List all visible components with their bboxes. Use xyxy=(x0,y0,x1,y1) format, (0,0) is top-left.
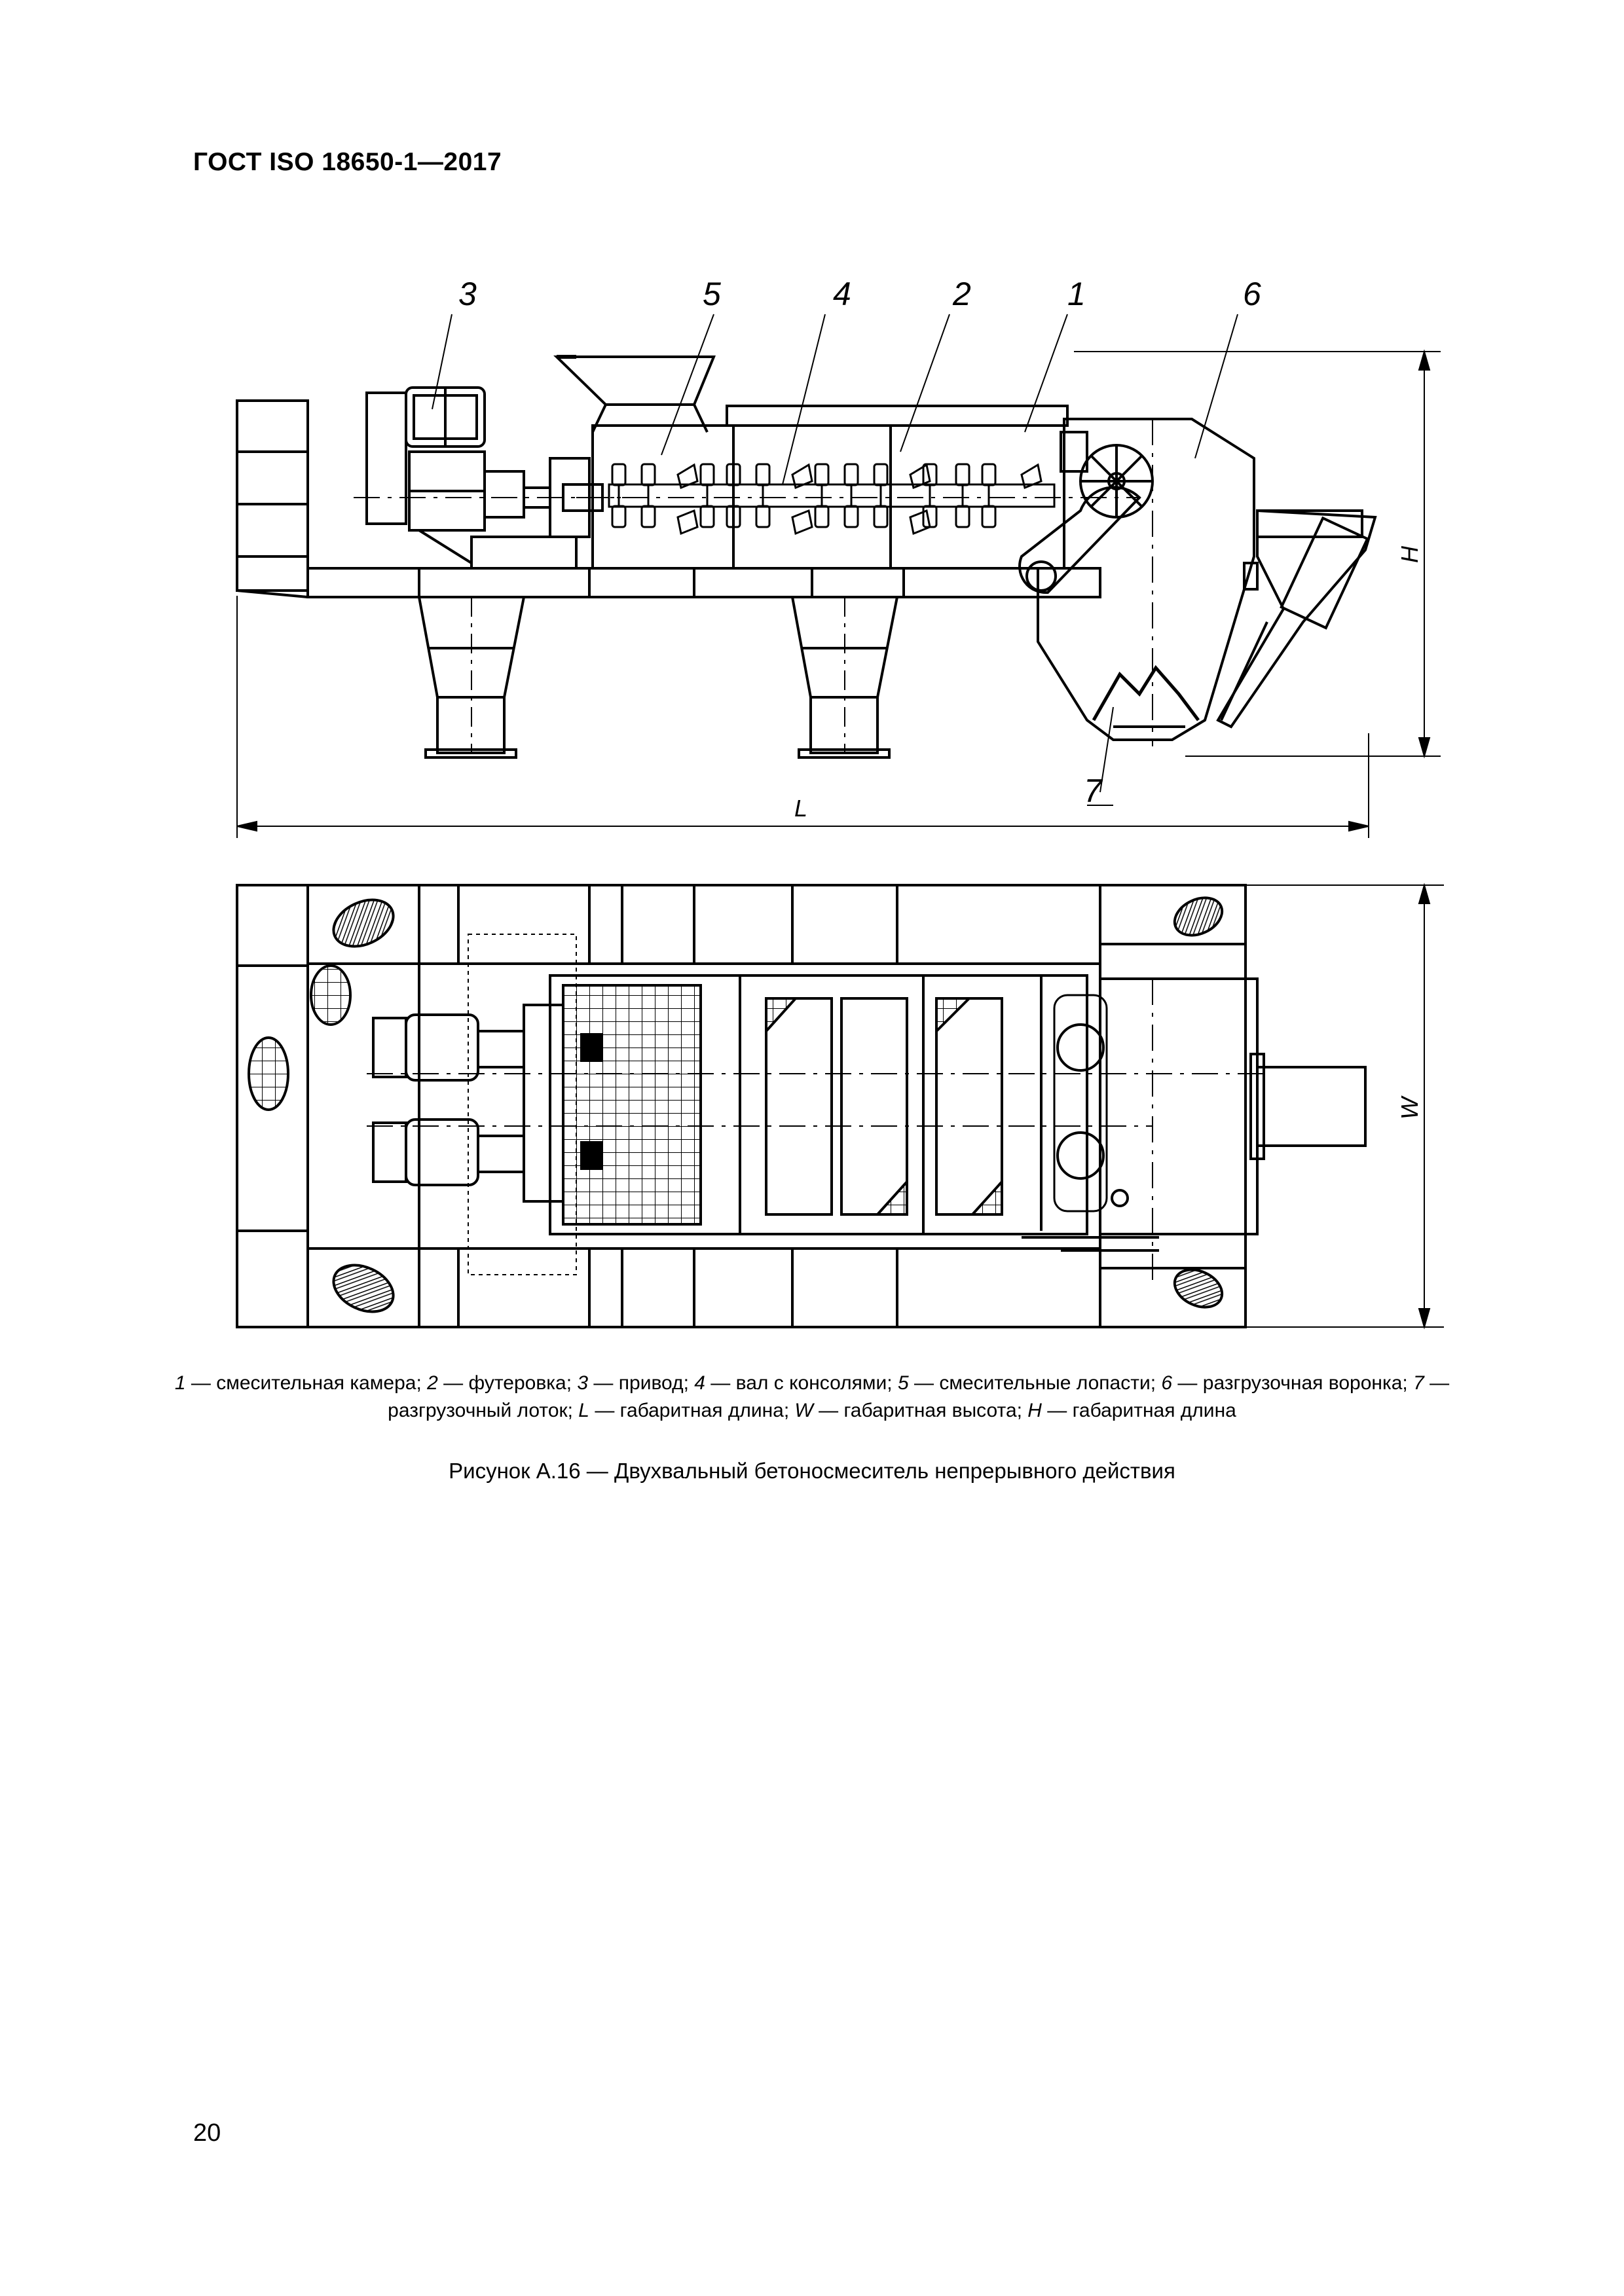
legend-item: 2 — футеровка; xyxy=(427,1372,578,1394)
discharge-plan xyxy=(1022,975,1367,1283)
mixing-chamber-plan xyxy=(367,974,1270,1235)
legend-item: W — габаритная высота; xyxy=(794,1400,1028,1421)
legend-item: 3 — привод; xyxy=(577,1372,695,1394)
dimension-h xyxy=(1074,349,1441,759)
callout-leaders xyxy=(432,314,1238,806)
figure-caption: Рисунок А.16 — Двухвальный бетоносмесите… xyxy=(449,1459,1175,1483)
figure-legend: 1 — смесительная камера; 2 — футеровка; … xyxy=(170,1370,1454,1425)
mixing-chamber xyxy=(576,405,1139,570)
support-leg-left xyxy=(417,596,526,759)
support-leg-right xyxy=(790,596,899,759)
callout-3: 3 xyxy=(458,276,477,312)
legend-item: 1 — смесительная камера; xyxy=(174,1372,428,1394)
callout-2: 2 xyxy=(952,276,971,312)
side-view xyxy=(236,314,1441,838)
mixing-paddles xyxy=(611,463,1043,536)
dimension-l-label: L xyxy=(794,795,807,822)
legend-item: 6 — разгрузочная воронка; xyxy=(1161,1372,1414,1394)
discharge-hopper xyxy=(1018,418,1259,746)
legend-item: H — габаритная длина xyxy=(1027,1400,1236,1421)
drive-motors-plan xyxy=(372,934,577,1275)
gate-cylinder xyxy=(1216,509,1377,729)
callout-6: 6 xyxy=(1243,276,1261,312)
dimension-l xyxy=(236,596,1369,838)
callout-7: 7 xyxy=(1084,773,1103,809)
dimension-w xyxy=(1246,883,1444,1330)
feed-hopper xyxy=(553,355,716,433)
mixer-technical-drawing: 3 5 4 2 1 6 7 L H xyxy=(236,276,1444,1330)
callout-1: 1 xyxy=(1067,276,1086,312)
callout-4: 4 xyxy=(833,276,851,312)
legend-item: 5 — смесительные лопасти; xyxy=(897,1372,1162,1394)
dimension-w-label: W xyxy=(1396,1095,1423,1120)
document-header: ГОСТ ISO 18650-1—2017 xyxy=(193,148,502,176)
dimension-h-label: H xyxy=(1396,545,1423,563)
drive-unit xyxy=(354,386,629,570)
page-number: 20 xyxy=(193,2119,221,2147)
legend-item: 7 — разгрузочный лоток; xyxy=(388,1372,1450,1421)
legend-item: L — габаритная длина; xyxy=(578,1400,795,1421)
callout-5: 5 xyxy=(703,276,721,312)
plan-view xyxy=(236,883,1444,1330)
legend-item: 4 — вал с консолями; xyxy=(694,1372,898,1394)
